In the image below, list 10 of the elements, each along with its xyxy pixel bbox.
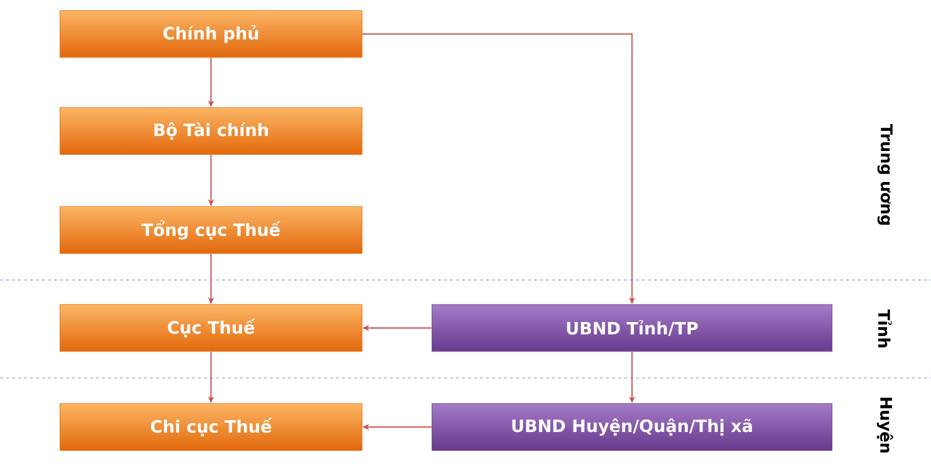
authority-box: UBND Tỉnh/TP	[432, 304, 832, 352]
process-box: Tổng cục Thuế	[60, 206, 362, 254]
level-label: Tỉnh	[878, 310, 892, 348]
authority-box: UBND Huyện/Quận/Thị xã	[432, 403, 832, 451]
process-box: Bộ Tài chính	[60, 107, 362, 155]
level-label: Huyện	[876, 398, 894, 452]
process-box: Cục Thuế	[60, 304, 362, 352]
process-box: Chi cục Thuế	[60, 403, 362, 451]
level-label: Trung ương	[877, 124, 893, 225]
process-box: Chính phủ	[60, 10, 362, 58]
